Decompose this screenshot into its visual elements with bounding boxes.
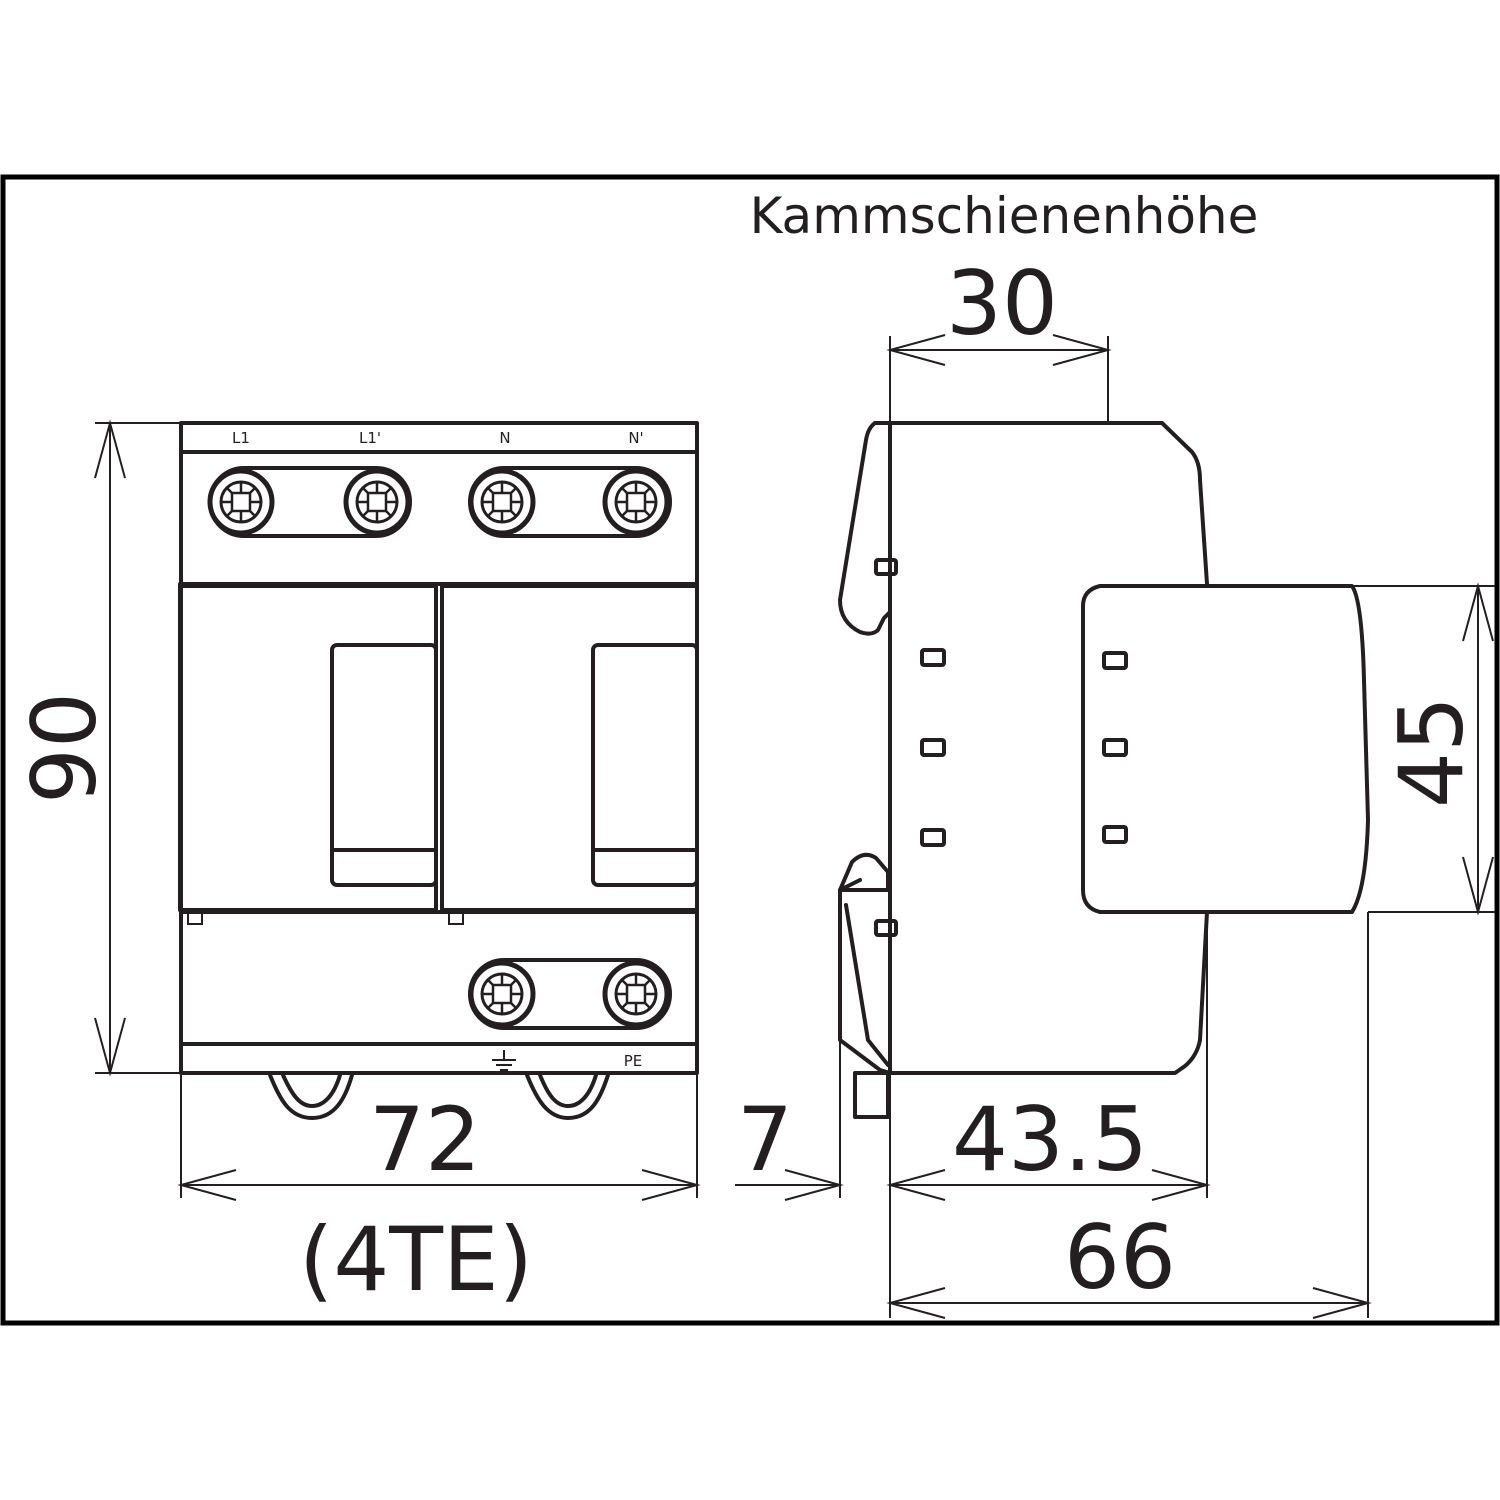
caption-rail-height: Kammschienenhöhe [750,187,1259,245]
terminal-label-pe: PE [624,1052,643,1070]
dimension-offset: 7 [737,1088,793,1191]
earth-ground-icon [492,1050,516,1071]
terminal-label-l1-prime: L1' [359,429,381,447]
terminal-label-n-prime: N' [628,429,643,447]
screw-terminal-icon [346,471,408,533]
screw-terminal-icon [471,963,533,1025]
screw-terminal-icon [605,963,667,1025]
dimension-cap-height: 45 [1380,696,1483,808]
terminal-label-l1: L1 [232,429,250,447]
side-view [838,421,1370,1119]
front-view: L1 L1' N N' [178,421,699,1120]
drawing-frame [0,174,1500,1326]
dimension-depth-front: 43.5 [952,1088,1148,1191]
dimension-lines [94,334,1495,1319]
dimension-height: 90 [13,692,116,804]
dimension-width: 72 [369,1088,481,1191]
terminal-label-n: N [499,429,510,447]
dimension-rail-height: 30 [946,252,1058,355]
dimension-width-units: (4TE) [299,1208,533,1311]
screw-terminal-icon [605,471,667,533]
screw-terminal-icon [471,471,533,533]
screw-terminal-icon [210,471,272,533]
dimension-depth-total: 66 [1064,1206,1176,1309]
